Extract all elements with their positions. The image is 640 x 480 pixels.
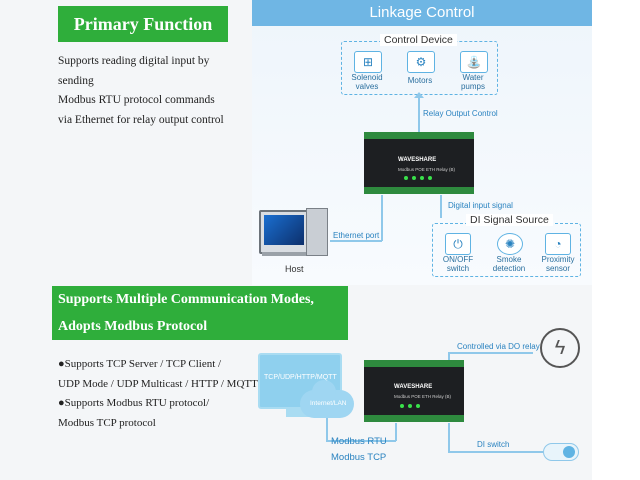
relay-output-label: Relay Output Control — [422, 109, 499, 118]
control-item-valves: Solenoid valves — [344, 73, 390, 91]
toggle-switch-icon — [543, 443, 579, 461]
relay-top-terminals — [364, 132, 474, 139]
primary-line-3: via Ethernet for relay output control — [58, 113, 224, 126]
status-led — [404, 176, 408, 180]
status-led — [420, 176, 424, 180]
valves-label-2: valves — [355, 82, 379, 91]
di-item-proximity: Proximity sensor — [535, 255, 581, 273]
primary-function-panel — [0, 0, 252, 285]
modes-line-1: ●Supports TCP Server / TCP Client / — [58, 358, 222, 370]
proximity-label-1: Proximity — [541, 255, 575, 264]
right-margin — [592, 0, 640, 480]
arrow-up-icon — [414, 92, 424, 98]
monitor-label: TCP/UDP/HTTP/MQTT — [264, 374, 337, 381]
modbus-line-vertical — [395, 423, 397, 441]
modbus-line-horizontal — [326, 440, 396, 442]
relay-device: WAVESHARE Modbus POE ETH Relay (B) — [364, 132, 474, 194]
control-item-pumps: Water pumps — [450, 73, 496, 91]
device-brand: WAVESHARE — [398, 157, 437, 163]
relay-device-bottom: WAVESHARE Modbus POE ETH Relay (B) — [364, 360, 464, 422]
modes-line-3: ●Supports Modbus RTU protocol/ — [58, 397, 210, 409]
cloud-label: Internet/LAN — [310, 400, 347, 407]
digital-input-line — [440, 195, 442, 218]
ethernet-line-horizontal — [330, 240, 382, 242]
primary-line-2: Modbus RTU protocol commands — [58, 94, 215, 106]
status-led — [416, 404, 420, 408]
di-item-smoke: Smoke detection — [486, 255, 532, 273]
host-screen — [264, 215, 304, 245]
host-monitor — [259, 210, 309, 254]
cloud-puff — [312, 380, 336, 404]
modes-description: ●Supports TCP Server / TCP Client / UDP … — [58, 355, 268, 433]
smoke-label-2: detection — [492, 264, 526, 273]
control-device-title: Control Device — [380, 34, 457, 46]
do-relay-line — [448, 352, 533, 354]
pumps-label-1: Water — [462, 73, 484, 82]
smoke-label-1: Smoke — [496, 255, 522, 264]
motor-icon: ⚙ — [407, 51, 435, 73]
status-led — [408, 404, 412, 408]
device-brand-bottom: WAVESHARE — [394, 384, 433, 390]
relay-bottom-terminals — [364, 187, 474, 194]
cloud-icon: Internet/LAN — [300, 380, 354, 418]
modes-line-4: Modbus TCP protocol — [58, 416, 156, 429]
primary-function-title: Primary Function — [58, 6, 228, 42]
modes-line-2: UDP Mode / UDP Multicast / HTTP / MQTT — [58, 377, 258, 390]
valves-label-1: Solenoid — [351, 73, 383, 82]
ethernet-port-label: Ethernet port — [332, 231, 381, 240]
control-item-motors: Motors — [407, 76, 433, 85]
status-led — [412, 176, 416, 180]
switch-label-2: switch — [446, 264, 470, 273]
modbus-line-left — [326, 418, 328, 441]
di-switch-label: DI switch — [477, 440, 510, 449]
monitor-stand — [286, 407, 310, 417]
status-led — [428, 176, 432, 180]
lightbulb-icon: ϟ — [540, 328, 580, 368]
modes-title: Supports Multiple Communication Modes, A… — [52, 286, 348, 340]
pump-icon: ⛲ — [460, 51, 488, 73]
valve-icon: ⊞ — [354, 51, 382, 73]
host-label: Host — [285, 264, 304, 274]
modes-title-line-1: Supports Multiple Communication Modes, — [58, 292, 314, 307]
relay-output-line — [418, 94, 420, 132]
relay-top-terminals — [364, 360, 464, 367]
smoke-icon: ✺ — [497, 233, 523, 255]
modbus-tcp-label: Modbus TCP — [331, 452, 387, 463]
di-item-switch: ON/OFF switch — [436, 255, 480, 273]
status-led — [400, 404, 404, 408]
do-relay-label: Controlled via DO relay — [457, 342, 540, 351]
proximity-label-2: sensor — [545, 264, 570, 273]
host-tower — [306, 208, 328, 256]
di-switch-line-vertical — [448, 423, 450, 452]
do-relay-line-down — [448, 352, 450, 360]
switch-icon: ⏻ — [445, 233, 471, 255]
di-source-title: DI Signal Source — [466, 214, 553, 226]
linkage-title: Linkage Control — [252, 0, 592, 26]
device-model-bottom: Modbus POE ETH Relay (B) — [394, 394, 452, 399]
pumps-label-2: pumps — [460, 82, 485, 91]
modes-title-line-2: Adopts Modbus Protocol — [58, 319, 208, 334]
toggle-knob — [563, 446, 575, 458]
host-keyboard — [262, 252, 306, 256]
digital-input-label: Digital input signal — [447, 201, 514, 210]
relay-bottom-terminals — [364, 415, 464, 422]
modbus-rtu-label: Modbus RTU — [331, 436, 387, 447]
primary-function-description: Supports reading digital input by sendin… — [58, 52, 248, 130]
primary-line-1: Supports reading digital input by sendin… — [58, 55, 210, 87]
proximity-icon: ◔ — [545, 233, 571, 255]
switch-label-1: ON/OFF — [442, 255, 474, 264]
ethernet-line-vertical — [381, 195, 383, 241]
device-model: Modbus POE ETH Relay (B) — [398, 167, 456, 172]
di-switch-line-horizontal — [448, 451, 543, 453]
